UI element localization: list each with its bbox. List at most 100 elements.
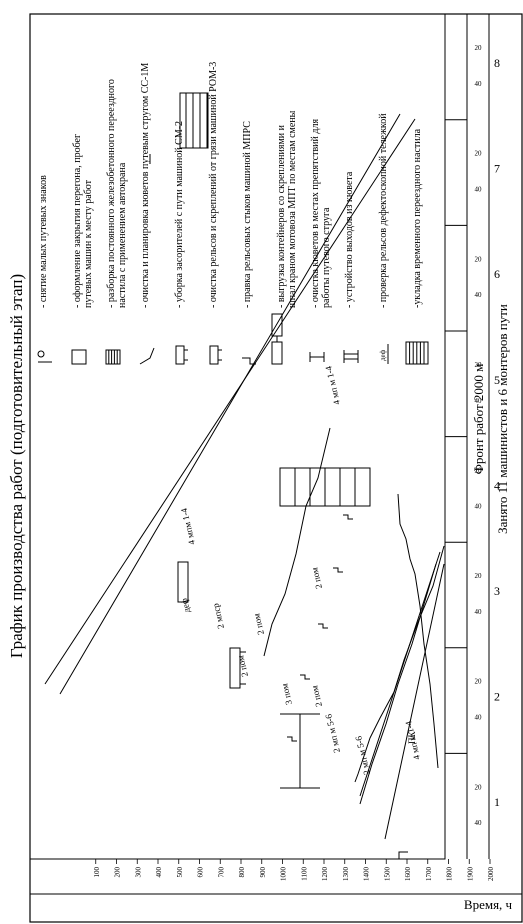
legend-text: - уборка засорителей с пути машиной СМ-2	[174, 121, 185, 308]
joint-line-icon	[242, 357, 256, 365]
diag-line-1	[44, 118, 416, 685]
svg-text:деф: деф	[379, 349, 387, 361]
distance-tick-label: 700	[217, 867, 225, 878]
distance-tick-label: 100	[93, 867, 101, 878]
legend-text: - правка рельсовых стыков машиной МПРС	[242, 121, 253, 308]
gang-line-middle	[359, 563, 437, 805]
minute-tick-label: 40	[475, 397, 483, 405]
label-gang-3: 3 пом	[279, 682, 294, 706]
ditch-one-icon	[309, 352, 325, 362]
crew-label: Занято 11 машинистов и 6 монтеров пути	[495, 304, 510, 534]
distance-tick-label: 1200	[321, 867, 329, 882]
hatched-block-top	[179, 92, 209, 149]
legend: - снятие малых путевых знаков - оформлени…	[37, 62, 429, 365]
minute-tick-label: 40	[475, 819, 483, 827]
label-gang-4b: 4 мп м 1-4	[323, 365, 342, 406]
minute-tick-label: 40	[475, 80, 483, 88]
legend-text: - устройство выходов из кювета	[344, 171, 355, 308]
minute-tick-label: 20	[475, 783, 483, 791]
distance-tick-label: 600	[197, 867, 205, 878]
legend-item: деф - проверка рельсов дефектоскопной тел…	[378, 113, 389, 364]
gang-line-lower	[397, 493, 439, 769]
distance-tick-label: 400	[155, 867, 163, 878]
label-gang-2m-pom: 2 пом	[309, 684, 324, 708]
legend-item: - разборка постоянного железобетонного п…	[105, 79, 128, 365]
distance-tick-label: 1600	[404, 867, 412, 882]
minute-tick-label: 40	[475, 608, 483, 616]
legend-item: - снятие малых путевых знаков	[37, 175, 52, 363]
diag-machine-2	[177, 561, 189, 603]
legend-text: - проверка рельсов дефектоскопной тележк…	[378, 113, 389, 308]
label-def: деф	[179, 597, 192, 614]
hatched-square-icon	[105, 349, 121, 365]
label-gang-2a: 2 пом	[251, 612, 266, 636]
legend-text: - выгрузка контейнеров со скреплениями и	[276, 124, 287, 308]
distance-tick-label: 1500	[383, 867, 391, 882]
distance-tick-label: 2000	[487, 867, 495, 882]
distance-tick-label: 500	[176, 867, 184, 878]
minute-tick-label: 40	[475, 502, 483, 510]
joint-mark	[333, 567, 343, 573]
label-gang-2m: 2 мп м 5-6	[323, 713, 342, 754]
legend-text: шпал краном мотовоза МПТ по местам смены	[287, 110, 298, 308]
legend-item: - устройство выходов из кювета	[343, 171, 359, 363]
legend-text: - очистка кюветов в местах препятствий д…	[310, 119, 321, 308]
label-gang-2b: 2 пом	[235, 654, 250, 678]
distance-tick-label: 200	[114, 867, 122, 878]
minute-tick-label: 20	[475, 44, 483, 52]
work-diagram	[44, 92, 445, 859]
hour-label: 4	[494, 478, 500, 492]
distance-tick-label: 800	[238, 867, 246, 878]
legend-text: - очистка рельсов и скреплений от грязи …	[208, 62, 219, 308]
distance-tick-label: 1900	[466, 867, 474, 882]
hour-label: 8	[494, 56, 500, 70]
gang-line-upper	[354, 545, 445, 783]
label-gang-2c: 2 пом	[309, 566, 324, 590]
legend-item: -укладка временного переездного настила	[405, 128, 429, 365]
hour-label: 6	[494, 267, 500, 281]
distance-tick-label: 1800	[446, 867, 454, 882]
legend-item: - уборка засорителей с пути машиной СМ-2	[174, 121, 188, 365]
legend-text: - очистка и планировка кюветов путевым с…	[140, 63, 151, 308]
hour-label: 7	[494, 162, 500, 176]
minute-tick-label: 40	[475, 714, 483, 722]
joint-mark	[318, 623, 328, 629]
time-axis-title: Время, ч	[464, 897, 513, 912]
legend-text: - разборка постоянного железобетонного п…	[106, 79, 117, 308]
hour-label: 2	[494, 690, 500, 704]
distance-tick-label: 300	[134, 867, 142, 878]
minute-tick-label: 20	[475, 361, 483, 369]
legend-text: путевых машин к месту работ	[83, 179, 94, 308]
legend-item: - очистка рельсов и скреплений от грязи …	[208, 62, 222, 365]
legend-text: - оформление закрытия перегона, пробег	[72, 134, 83, 308]
hour-label: 1	[494, 795, 500, 809]
loader-icon	[271, 313, 283, 365]
distance-tick-label: 1700	[425, 867, 433, 882]
joint-mark	[300, 674, 310, 680]
distance-tick-label: 900	[259, 867, 267, 878]
front-label: Фронт работ 2000 м	[471, 364, 486, 475]
def-line-icon: деф	[379, 344, 389, 364]
minute-tick-label: 40	[475, 186, 483, 194]
label-gang-2mstr: 2 мпср	[210, 602, 226, 630]
minute-tick-label: 20	[475, 572, 483, 580]
minute-tick-label: 20	[475, 467, 483, 475]
diag-line-2	[59, 113, 401, 695]
rail-machine-icon	[209, 345, 222, 365]
legend-text: - снятие малых путевых знаков	[38, 175, 49, 308]
distance-tick-label: 1100	[300, 867, 308, 881]
legend-text: настила с применением автокрана	[117, 162, 128, 308]
hour-label: 5	[494, 373, 500, 387]
gang-line-lower-2	[263, 427, 331, 657]
rotated-drawing: График производства работ (подготовитель…	[7, 13, 523, 923]
label-gang-4: 4 мпм 1-4	[179, 507, 197, 546]
pk-sign-icon	[37, 350, 52, 363]
square-icon	[71, 349, 87, 365]
diag-line-4	[384, 563, 445, 840]
distance-tick-label: 1300	[342, 867, 350, 882]
minute-tick-label: 20	[475, 255, 483, 263]
legend-item: - правка рельсовых стыков машиной МПРС	[242, 121, 256, 365]
minute-tick-label: 20	[475, 678, 483, 686]
